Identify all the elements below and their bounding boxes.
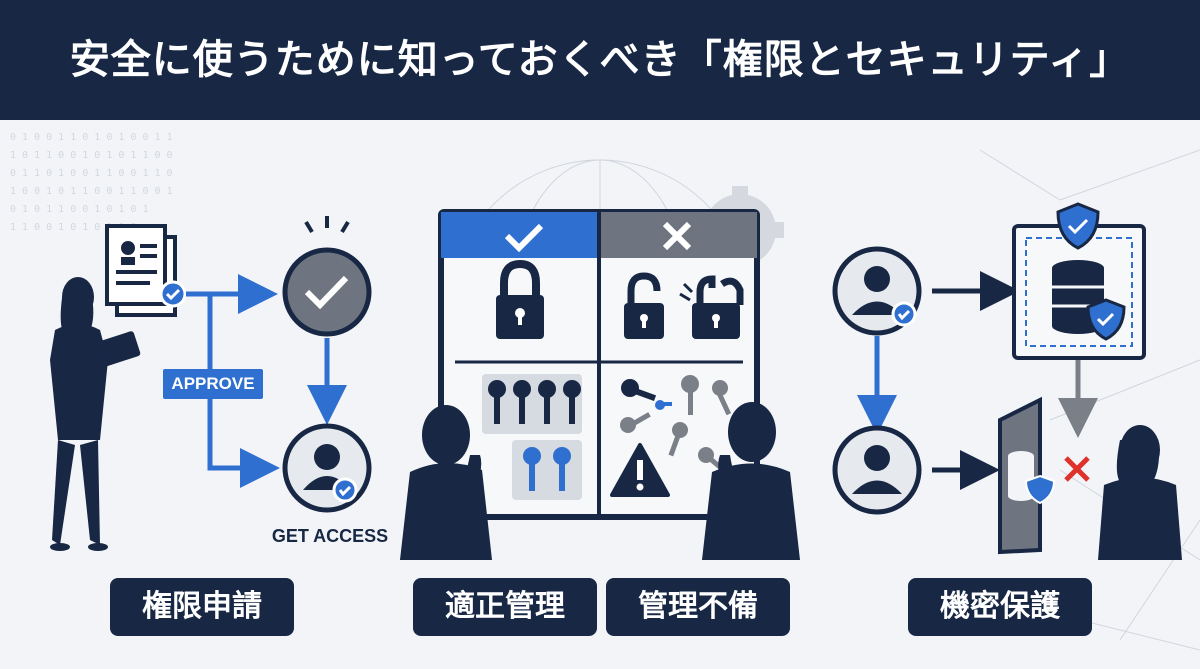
x-icon (662, 221, 692, 251)
approved-check-circle (282, 247, 372, 337)
businesswoman-silhouette (1098, 425, 1182, 560)
confidential-protection-label: 機密保護 (908, 578, 1092, 636)
svg-text:0 1 0 0 1 1 0 1 0 1 0 0 1 1: 0 1 0 0 1 1 0 1 0 1 0 0 1 1 (10, 132, 173, 143)
organized-keys-icon (482, 374, 582, 500)
broken-padlock-icon (679, 275, 744, 339)
proper-management-label: 適正管理 (413, 578, 597, 636)
svg-text:1 0 1 1 0 0 1 0 1 0 1 1 0 0: 1 0 1 1 0 0 1 0 1 0 1 1 0 0 (10, 150, 173, 161)
management-board (438, 209, 760, 520)
header-bar (0, 0, 1200, 120)
svg-text:0 1 0 1 1 0 0 1 0 1 0 1: 0 1 0 1 1 0 0 1 0 1 0 1 (10, 204, 148, 215)
protection-flow-arrows (857, 271, 1098, 490)
thinking-man-right-silhouette (702, 402, 800, 560)
locked-padlock-icon (496, 259, 544, 339)
server-database-icon (998, 396, 1056, 555)
user-access-circle (282, 423, 372, 513)
svg-text:1 0 0 1 0 1 1 0 0 1 1 0 0 1: 1 0 0 1 0 1 1 0 0 1 1 0 0 1 (10, 186, 173, 197)
scattered-keys-icon (620, 375, 732, 470)
approval-flow-arrows (186, 274, 347, 488)
page-title: 安全に使うために知っておくべき「権限とセキュリティ」 (69, 37, 1131, 83)
shield-check-icon (1086, 298, 1126, 341)
permission-request-label: 権限申請 (110, 578, 294, 636)
svg-text:1 1 0 0 1 0 1 0 1 1 0: 1 1 0 0 1 0 1 0 1 1 0 (10, 222, 136, 233)
shield-check-icon (1056, 202, 1100, 250)
check-badge-icon (159, 280, 187, 308)
approve-tag: APPROVE (163, 369, 263, 399)
poor-management-label: 管理不備 (606, 578, 790, 636)
svg-text:0 1 1 0 1 0 0 1 1 0 0 1 1 0: 0 1 1 0 1 0 0 1 1 0 0 1 1 0 (10, 168, 173, 179)
businesswoman-silhouette (50, 277, 141, 551)
authorized-user-circle (832, 246, 922, 336)
thinking-man-left-silhouette (400, 405, 492, 560)
denied-x-icon (1064, 456, 1090, 482)
get-access-label: GET ACCESS (271, 526, 389, 546)
check-icon (504, 223, 544, 253)
document-icon (105, 224, 177, 317)
binary-pattern: 0 1 0 0 1 1 0 1 0 1 0 0 1 1 1 0 1 1 0 0 … (10, 132, 173, 233)
notification-spark-icon (304, 216, 350, 234)
unlocked-padlock-icon (624, 272, 664, 339)
user-circle (832, 425, 922, 515)
database-icon (1052, 260, 1104, 334)
warning-icon (610, 443, 670, 497)
